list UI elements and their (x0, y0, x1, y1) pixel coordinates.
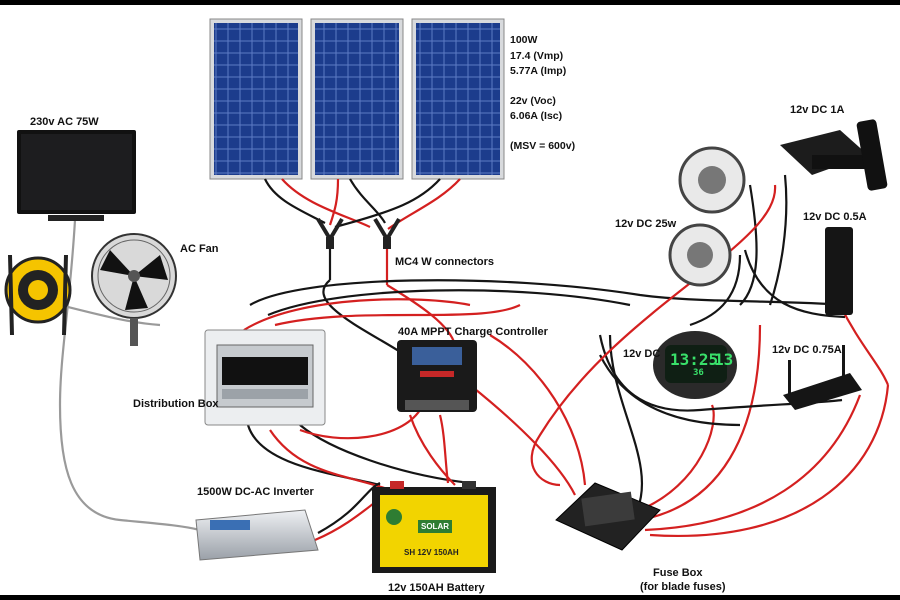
fuse-box (555, 482, 661, 551)
led-strip-2 (668, 223, 732, 287)
fuse-box-label-2: (for blade fuses) (640, 581, 726, 593)
modem-label: 12v DC 0.5A (803, 211, 867, 223)
distribution-box-label: Distribution Box (133, 398, 219, 410)
clock-label: 12v DC (623, 348, 661, 360)
ac-wires (58, 219, 201, 532)
inverter (195, 509, 319, 561)
led-strip-label: 12v DC 25w (615, 218, 677, 230)
router-label: 12v DC 0.75A (772, 344, 842, 356)
tv-label: 230v AC 75W (30, 116, 99, 128)
cable-reel (4, 254, 72, 336)
charge-controller (397, 340, 477, 412)
solar-panel-2 (310, 18, 404, 180)
set-top-box-label: 12v DC 1A (790, 104, 845, 116)
distribution-box (204, 329, 326, 426)
clock-time: 13:25 (670, 350, 719, 369)
spec-voc: 22v (Voc) (510, 94, 556, 107)
spec-isc: 6.06A (Isc) (510, 110, 563, 122)
panel-wires (264, 178, 461, 285)
diagram-canvas (4, 18, 890, 573)
main-wires (243, 174, 890, 542)
spec-vmp: 17.4 (Vmp) (510, 49, 564, 62)
fuse-box-label-1: Fuse Box (653, 567, 703, 579)
charge-controller-label: 40A MPPT Charge Controller (398, 326, 548, 338)
set-top-box (780, 130, 868, 175)
battery-label: 12v 150AH Battery (388, 582, 485, 594)
battery-model: SH 12V 150AH (404, 548, 459, 557)
remote-control (856, 119, 888, 191)
router (783, 345, 862, 410)
digital-clock (653, 331, 737, 399)
clock-temp: 36 (693, 368, 704, 378)
spec-msv: (MSV = 600v) (510, 139, 576, 152)
panel-specs: 100W 17.4 (Vmp) 5.77A (Imp) 22v (Voc) 6.… (510, 33, 575, 154)
mc4-label: MC4 W connectors (395, 256, 495, 268)
fan-label: AC Fan (180, 243, 219, 255)
battery-brand: SOLAR (418, 520, 452, 533)
clock-day: 13 (714, 350, 734, 369)
ac-fan (91, 233, 177, 346)
mc4-connectors (316, 217, 401, 249)
tv (17, 130, 136, 221)
spec-imp: 5.77A (Imp) (510, 65, 567, 77)
inverter-label: 1500W DC-AC Inverter (197, 486, 314, 498)
spec-power: 100W (510, 34, 538, 46)
modem (825, 227, 853, 315)
led-strip-1 (678, 146, 746, 214)
solar-panel-1 (209, 18, 303, 180)
solar-panel-3 (411, 18, 505, 180)
